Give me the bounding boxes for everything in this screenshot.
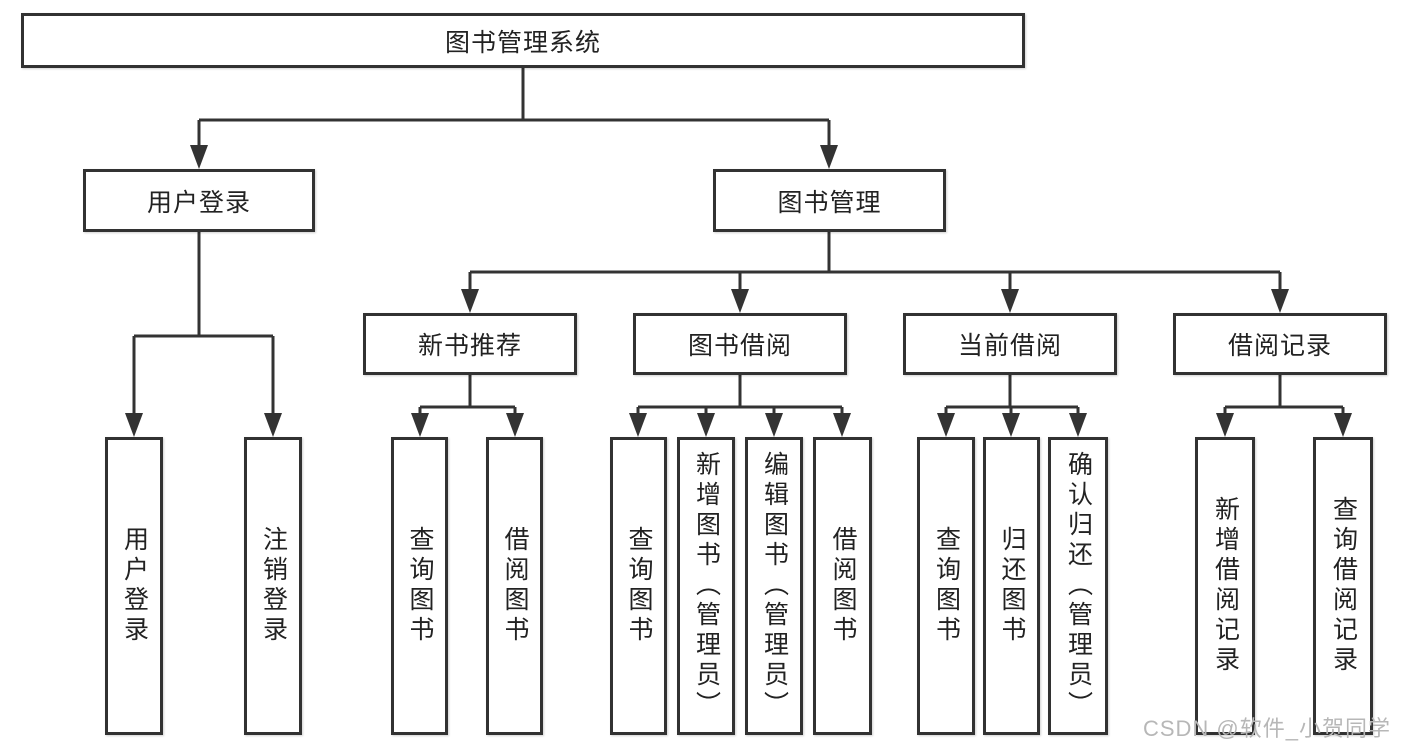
node-book-borrow: 图书借阅	[633, 313, 847, 375]
leaf-add-borrow-record: 新增借阅记录	[1195, 437, 1255, 735]
leaf-borrow-books: 借阅图书	[486, 437, 543, 735]
node-book-management: 图书管理	[713, 169, 946, 232]
csdn-watermark: CSDN @软件_小贺同学	[1142, 716, 1391, 741]
leaf-logout: 注销登录	[244, 437, 302, 735]
leaf-query-books-2: 查询图书	[610, 437, 667, 735]
node-user-login: 用户登录	[83, 169, 315, 232]
leaf-edit-book-admin: 编辑图书（管理员）	[745, 437, 803, 735]
node-new-book-recommend: 新书推荐	[363, 313, 577, 375]
leaf-borrow-books-2: 借阅图书	[813, 437, 872, 735]
leaf-user-login: 用户登录	[105, 437, 163, 735]
leaf-add-book-admin: 新增图书（管理员）	[677, 437, 735, 735]
leaf-confirm-return-admin: 确认归还（管理员）	[1048, 437, 1108, 735]
leaf-return-book: 归还图书	[983, 437, 1040, 735]
node-library-system: 图书管理系统	[21, 13, 1025, 68]
node-current-borrow: 当前借阅	[903, 313, 1117, 375]
leaf-query-books-3: 查询图书	[917, 437, 975, 735]
leaf-query-books: 查询图书	[391, 437, 448, 735]
leaf-query-borrow-record: 查询借阅记录	[1313, 437, 1373, 735]
node-borrow-records: 借阅记录	[1173, 313, 1387, 375]
